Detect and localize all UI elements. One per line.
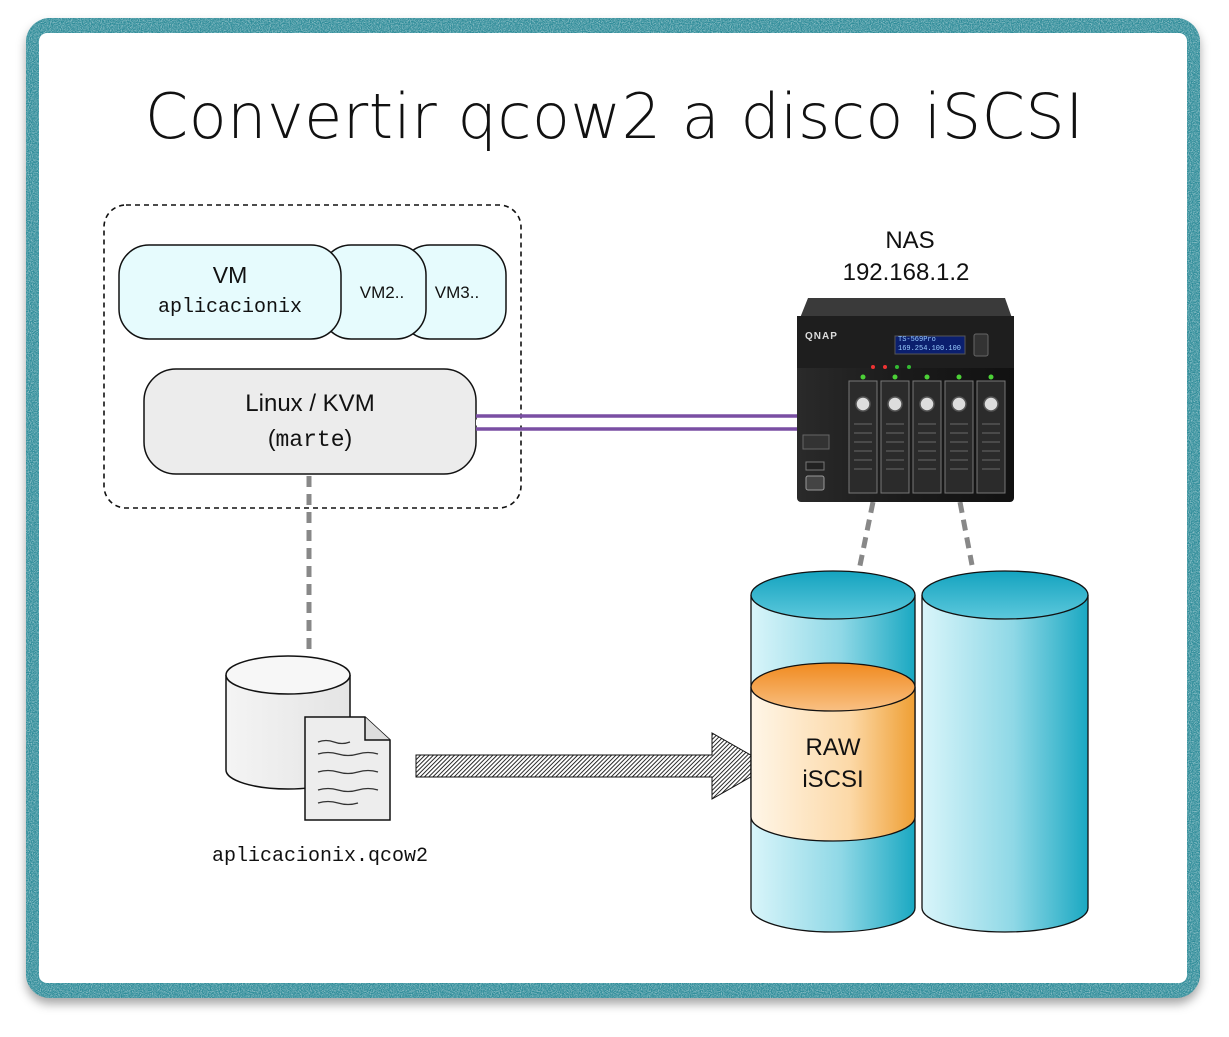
raw-iscsi-volume: [750, 662, 916, 842]
nas-drive-bay: [976, 374, 1006, 494]
network-link: [476, 414, 798, 431]
vm-main-name: aplicacionix: [157, 296, 303, 319]
nas-volume-2: [921, 570, 1089, 933]
vm-main-label: VM: [212, 262, 248, 288]
hypervisor-label: Linux / KVM: [245, 390, 375, 417]
hypervisor-name: marte: [275, 427, 345, 453]
nas-ip: 192.168.1.2: [842, 259, 970, 286]
qcow2-file-name: aplicacionix.qcow2: [211, 845, 429, 868]
nas-disk2-link: [957, 501, 975, 566]
vm2-label: VM2..: [359, 283, 405, 302]
vm3-label: VM3..: [434, 283, 480, 302]
nas-lcd-line1: TS-569Pro: [898, 336, 936, 344]
nas-lcd-line2: 169.254.100.100: [898, 345, 962, 353]
raw-volume-label-2: iSCSI: [802, 766, 864, 793]
nas-drive-bays: [848, 374, 1006, 494]
conversion-arrow: [415, 732, 772, 800]
nas-label: NAS: [885, 227, 935, 254]
diagram-title: Convertir qcow2 a disco iSCSI: [144, 80, 1085, 153]
hypervisor-box: [143, 368, 477, 475]
nas-brand-logo: QNAP: [805, 331, 838, 342]
qcow2-file-icon: [304, 716, 391, 821]
nas-drive-bay: [912, 374, 942, 494]
nas-drive-bay: [944, 374, 974, 494]
nas-disk1-link: [854, 501, 876, 581]
diagram-frame: [26, 18, 1200, 998]
nas-drive-bay: [880, 374, 910, 494]
raw-volume-label-1: RAW: [805, 734, 861, 761]
host-group-box: [103, 204, 522, 509]
nas-drive-bay: [848, 374, 878, 494]
hypervisor-hostname: (marte): [267, 425, 353, 453]
vm-main-box: [118, 244, 342, 340]
